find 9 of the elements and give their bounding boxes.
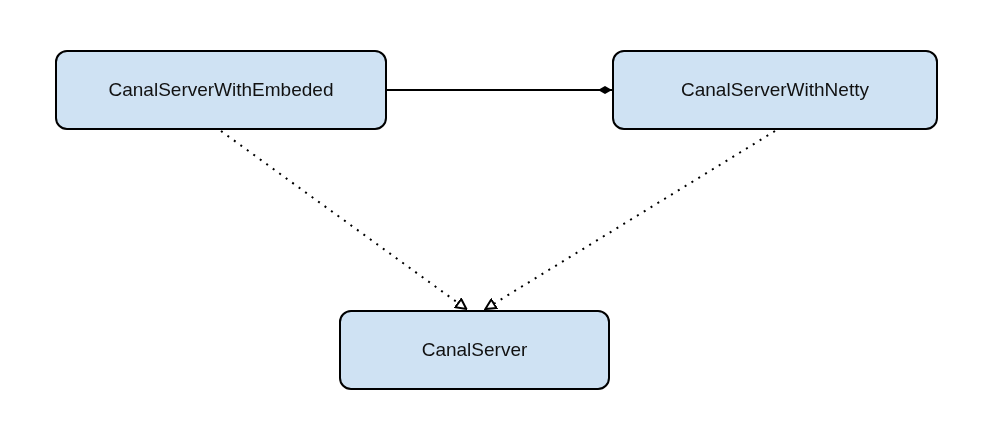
class-box bbox=[612, 50, 938, 130]
class-name: CanalServerWithEmbeded bbox=[108, 79, 334, 101]
class-box bbox=[55, 50, 387, 130]
realization-arrow bbox=[484, 130, 776, 310]
class-box bbox=[339, 310, 610, 390]
realization-arrow bbox=[220, 130, 468, 310]
composition-connector bbox=[386, 86, 613, 94]
class-name: CanalServerWithNetty bbox=[681, 79, 869, 101]
class-name: CanalServer bbox=[421, 339, 528, 361]
